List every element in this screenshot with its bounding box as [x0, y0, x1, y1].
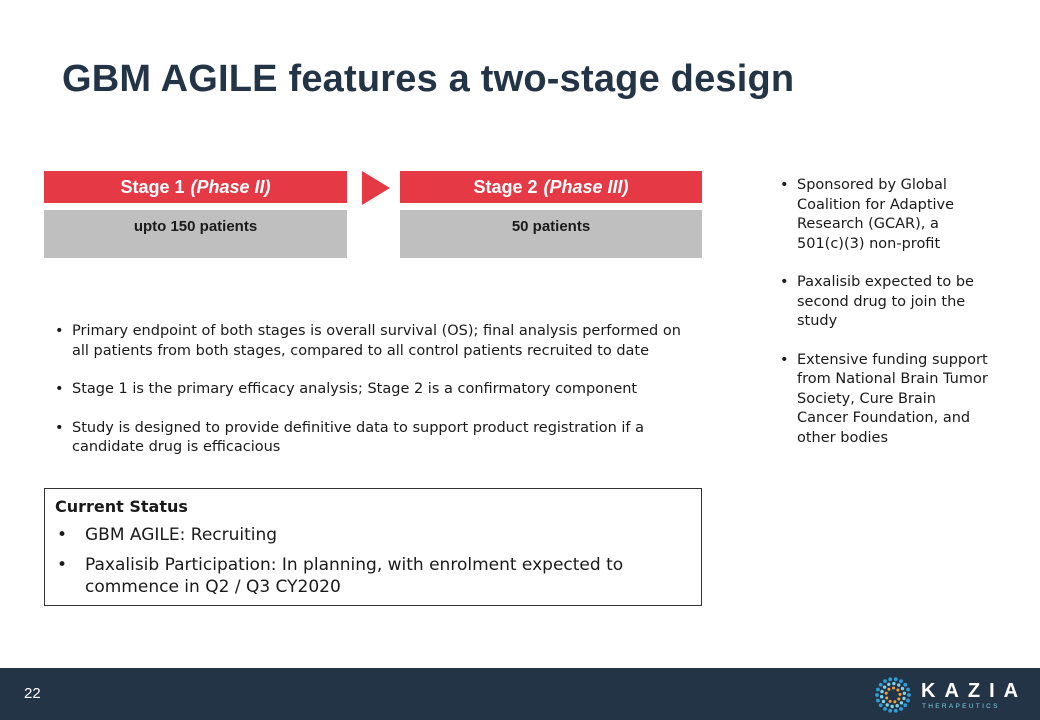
stage-1-patients: upto 150 patients: [44, 210, 347, 258]
dotted-circle-logo-icon: [875, 677, 911, 713]
logo-dot: [887, 687, 891, 691]
list-item: Sponsored by Global Coalition for Adapti…: [780, 176, 990, 254]
logo-dot: [884, 691, 888, 695]
logo-dot: [896, 688, 900, 692]
list-item: Primary endpoint of both stages is overa…: [55, 322, 695, 361]
logo-dot: [892, 681, 896, 686]
logo-dot: [893, 708, 898, 713]
stage-2-label: Stage 2: [473, 176, 538, 197]
logo-dot: [899, 701, 904, 705]
logo-dot: [899, 679, 903, 684]
list-item: Extensive funding support from National …: [780, 351, 990, 449]
logo-dot: [899, 706, 903, 711]
list-item: Paxalisib expected to be second drug to …: [780, 273, 990, 332]
logo-dot: [887, 682, 891, 686]
logo-wordmark: KAZIA: [921, 680, 1028, 702]
stage-1-phase: (Phase II): [190, 176, 271, 197]
logo-dot: [906, 687, 910, 692]
company-logo: KAZIA THERAPEUTICS: [874, 676, 1019, 714]
logo-dot: [880, 689, 884, 694]
logo-dot: [888, 699, 892, 703]
stage-2-patients: 50 patients: [400, 210, 702, 258]
logo-dot: [879, 695, 884, 699]
stage-1-header: Stage 1 (Phase II): [44, 171, 347, 203]
list-item: GBM AGILE: Recruiting: [55, 524, 691, 546]
logo-dot: [893, 700, 897, 704]
logo-dot: [895, 704, 899, 708]
logo-dot: [900, 686, 905, 691]
logo-tagline: THERAPEUTICS: [922, 703, 1000, 710]
logo-dot: [888, 677, 893, 682]
logo-dot: [876, 698, 880, 703]
status-list: GBM AGILE: Recruiting Paxalisib Particip…: [55, 524, 691, 598]
list-item: Stage 1 is the primary efficacy analysis…: [55, 380, 695, 400]
stage-1-label: Stage 1: [120, 176, 185, 197]
list-item: Study is designed to provide definitive …: [55, 419, 695, 458]
logo-dot: [902, 691, 907, 695]
page-number: 22: [24, 685, 41, 702]
logo-dot: [883, 706, 887, 711]
stage-arrow-icon: [362, 171, 390, 205]
main-bullet-list: Primary endpoint of both stages is overa…: [55, 322, 695, 458]
logo-dot: [885, 703, 889, 707]
logo-dot: [890, 704, 894, 709]
logo-dot: [881, 699, 886, 704]
logo-dot: [883, 679, 887, 684]
list-item: Paxalisib Participation: In planning, wi…: [55, 554, 691, 598]
logo-dot: [907, 693, 911, 697]
logo-dot: [906, 698, 910, 703]
logo-dot: [903, 703, 908, 708]
stage-2-phase: (Phase III): [543, 176, 629, 197]
logo-dot: [893, 677, 898, 682]
footer-bar: 22 KAZIA THERAPEUTICS: [0, 668, 1040, 720]
logo-dot: [878, 703, 883, 708]
logo-dot: [875, 693, 879, 697]
status-title: Current Status: [55, 497, 188, 516]
logo-dot: [903, 682, 908, 687]
logo-dot: [892, 686, 896, 690]
logo-dot: [898, 692, 902, 696]
logo-dot: [885, 696, 889, 700]
logo-dot: [897, 683, 901, 687]
logo-dot: [902, 696, 906, 701]
side-bullet-list: Sponsored by Global Coalition for Adapti…: [780, 176, 990, 448]
logo-dot: [888, 708, 893, 713]
logo-dot: [882, 685, 887, 689]
logo-dot: [897, 697, 901, 701]
logo-dot: [878, 682, 883, 687]
slide-title: GBM AGILE features a two-stage design: [62, 58, 795, 100]
stage-2-header: Stage 2 (Phase III): [400, 171, 702, 203]
current-status-box: Current Status GBM AGILE: Recruiting Pax…: [44, 488, 702, 606]
logo-dot: [876, 687, 880, 692]
